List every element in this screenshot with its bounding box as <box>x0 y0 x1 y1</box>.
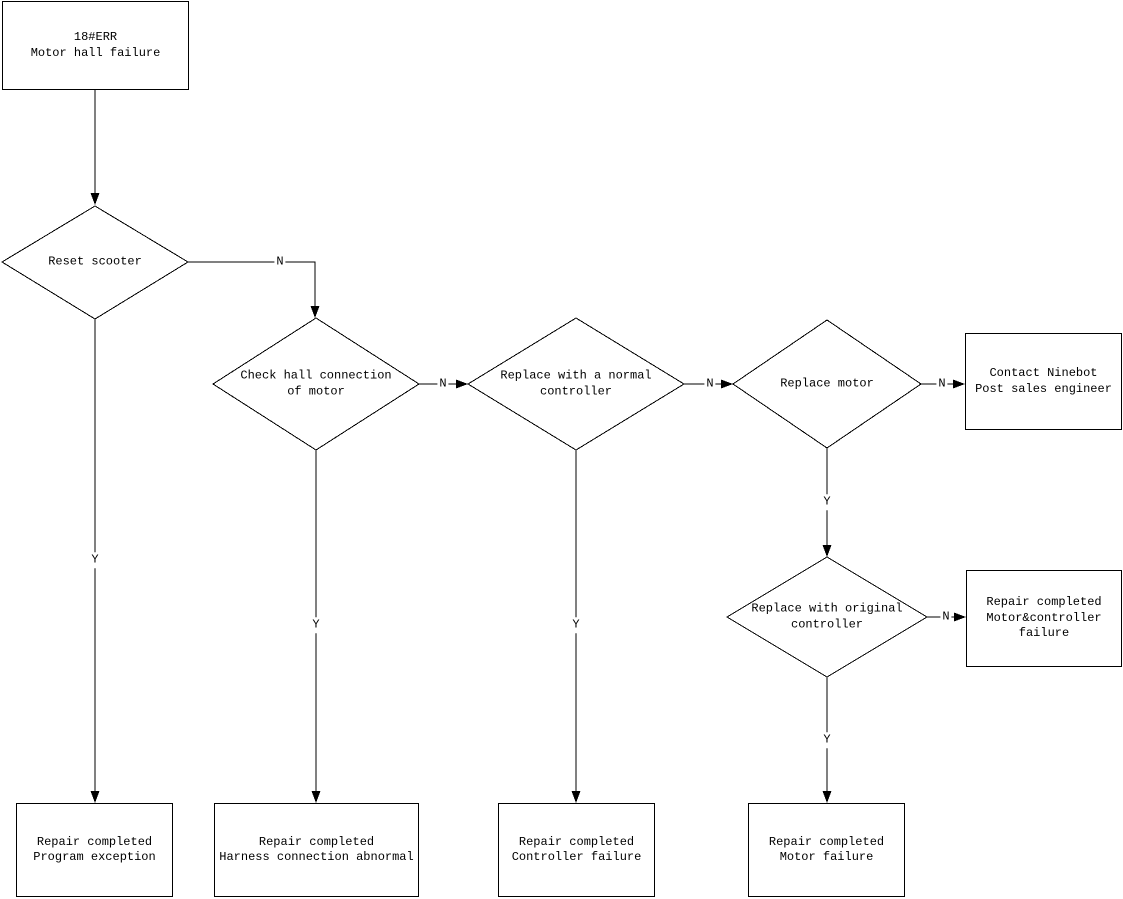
replace-normal-controller-label: Replace with a normal controller <box>500 369 651 400</box>
edge-label-no: N <box>437 376 449 392</box>
edge-label-yes: Y <box>821 732 833 748</box>
arrowhead-right-icon <box>721 379 733 389</box>
program-exception-line: Program exception <box>33 850 156 864</box>
edge-label-no: N <box>274 254 286 270</box>
replace-original-controller-label: Replace with original controller <box>751 602 902 633</box>
motor-failure-line: Repair completed <box>768 834 885 849</box>
replace-motor-label: Replace motor <box>780 376 874 392</box>
controller-failure-line: Controller failure <box>511 850 642 864</box>
arrowhead-down-icon <box>822 545 832 557</box>
contact-ninebot-node: Contact Ninebot Post sales engineer <box>965 333 1122 430</box>
arrowhead-down-icon <box>90 791 100 803</box>
controller-failure-node: Repair completed Controller failure <box>498 803 655 897</box>
motor-failure-node: Repair completed Motor failure <box>748 803 905 897</box>
replace-normal-controller-line: controller <box>539 384 613 398</box>
start-node-line: 18#ERR <box>73 30 118 44</box>
arrowhead-right-icon <box>953 379 965 389</box>
arrowhead-down-icon <box>90 193 100 205</box>
edge-label-no: N <box>704 376 716 392</box>
start-node-line: Motor hall failure <box>30 45 161 60</box>
harness-abnormal-line: Repair completed <box>258 834 375 849</box>
reset-scooter-line: Reset scooter <box>48 254 142 269</box>
motor-controller-failure-node: Repair completed Motor&controller failur… <box>966 570 1122 667</box>
edge-label-yes: Y <box>821 494 833 510</box>
contact-ninebot-line: Post sales engineer <box>975 381 1112 396</box>
connector-reset-no <box>188 261 316 306</box>
arrowhead-down-icon <box>311 791 321 803</box>
motor-failure-line: Motor failure <box>779 850 874 864</box>
check-hall-label: Check hall connection of motor <box>240 369 391 400</box>
program-exception-node: Repair completed Program exception <box>16 803 173 897</box>
controller-failure-line: Repair completed <box>518 834 635 849</box>
motor-controller-failure-line: Repair completed <box>986 595 1102 610</box>
arrowhead-down-icon <box>822 791 832 803</box>
replace-normal-controller-line: Replace with a normal <box>500 368 652 383</box>
edge-label-no: N <box>940 609 952 625</box>
edge-label-yes: Y <box>570 617 582 633</box>
arrowhead-down-icon <box>310 306 320 318</box>
contact-ninebot-line: Contact Ninebot <box>989 366 1098 380</box>
edge-label-yes: Y <box>89 552 101 568</box>
arrowhead-down-icon <box>571 791 581 803</box>
replace-motor-line: Replace motor <box>780 376 874 391</box>
start-node: 18#ERR Motor hall failure <box>2 1 189 90</box>
motor-controller-failure-line: Motor&controller <box>986 610 1102 625</box>
edge-label-no: N <box>936 376 948 392</box>
harness-abnormal-node: Repair completed Harness connection abno… <box>214 803 419 897</box>
check-hall-line: Check hall connection <box>240 368 392 383</box>
arrowhead-right-icon <box>954 612 966 622</box>
check-hall-line: of motor <box>287 384 345 398</box>
replace-original-controller-line: controller <box>790 617 864 631</box>
arrowhead-right-icon <box>456 379 468 389</box>
motor-controller-failure-line: failure <box>1018 626 1070 641</box>
program-exception-line: Repair completed <box>36 834 153 849</box>
reset-scooter-label: Reset scooter <box>48 254 142 270</box>
harness-abnormal-line: Harness connection abnormal <box>219 850 414 864</box>
edge-label-yes: Y <box>310 617 322 633</box>
replace-original-controller-line: Replace with original <box>751 601 903 616</box>
